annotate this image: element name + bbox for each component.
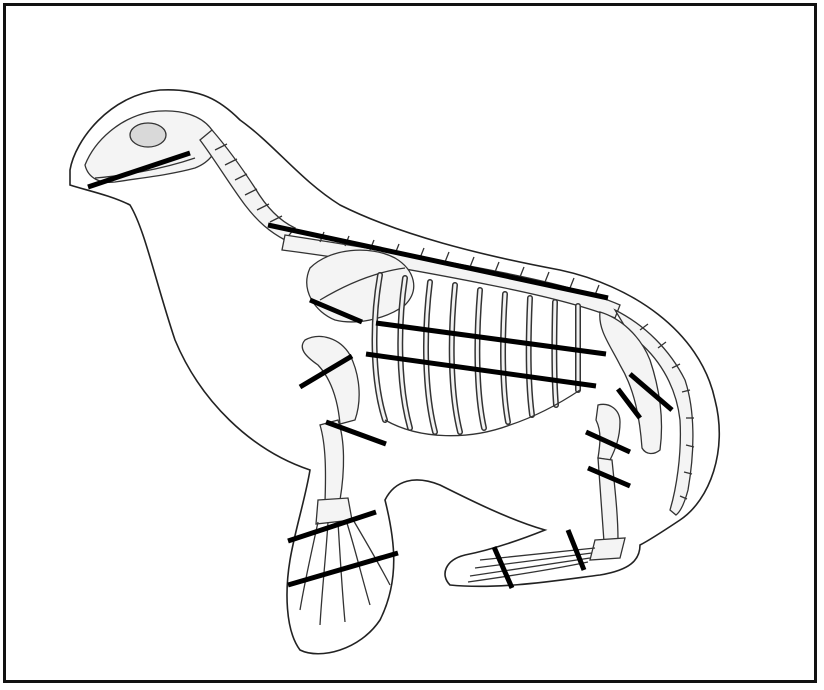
tarsals bbox=[590, 538, 625, 560]
eye-socket bbox=[130, 123, 166, 147]
